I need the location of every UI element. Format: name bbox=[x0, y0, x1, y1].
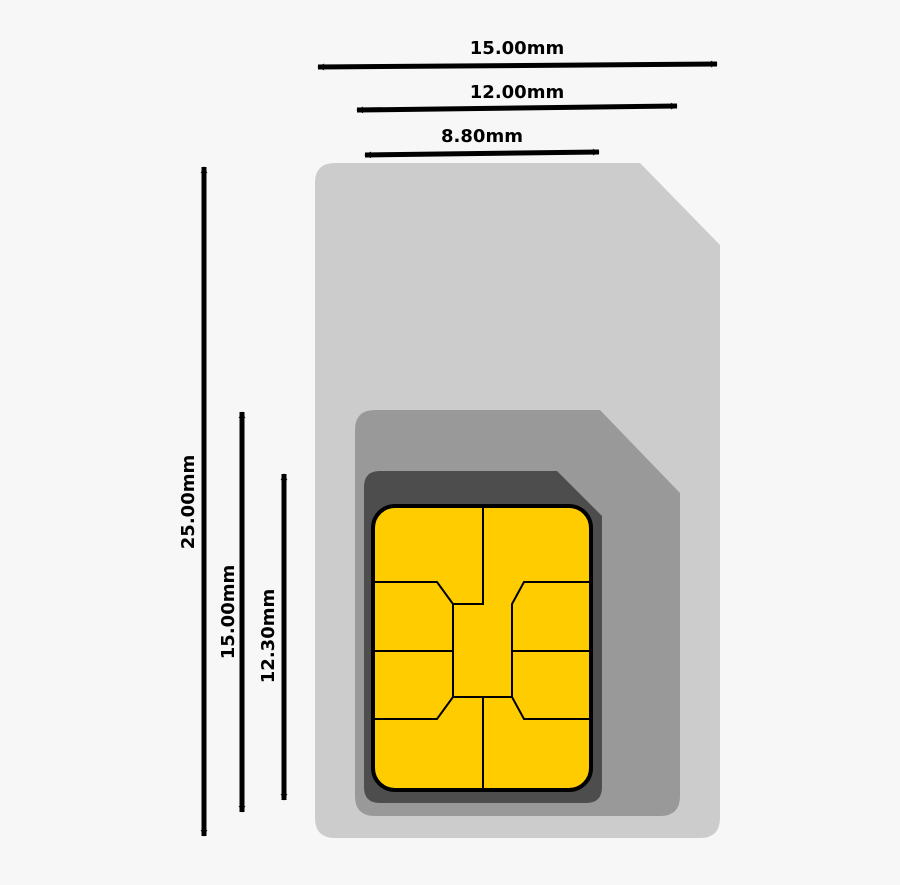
height-label-micro: 15.00mm bbox=[218, 565, 239, 659]
width-arrow-mini bbox=[317, 60, 718, 71]
chip-contact-lines bbox=[375, 508, 589, 788]
height-label-nano: 12.30mm bbox=[258, 589, 279, 683]
width-arrow-nano bbox=[364, 148, 600, 159]
width-label-nano: 8.80mm bbox=[441, 126, 523, 147]
width-label-mini: 15.00mm bbox=[470, 38, 564, 59]
width-label-micro: 12.00mm bbox=[470, 82, 564, 103]
height-label-mini: 25.00mm bbox=[178, 455, 199, 549]
width-arrow-micro bbox=[356, 102, 678, 114]
